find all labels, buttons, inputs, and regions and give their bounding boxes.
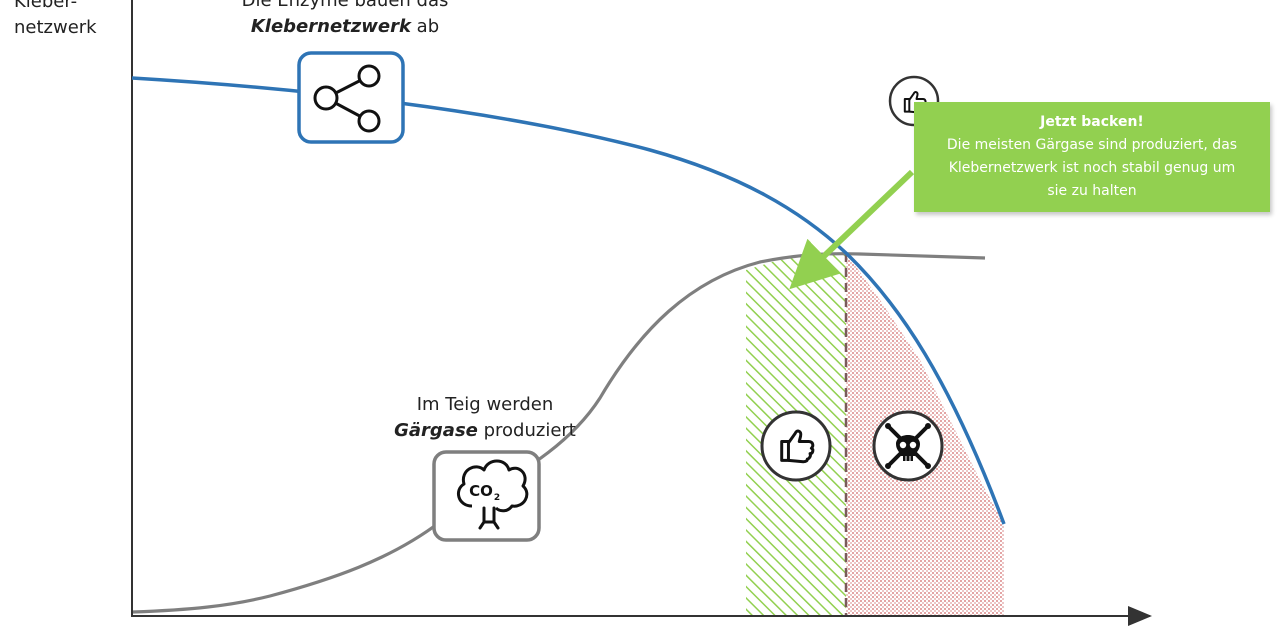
callout-title: Jetzt backen!: [1040, 114, 1144, 130]
gas-annotation-line1: Im Teig werden: [416, 394, 554, 415]
gas-annotation-emphasis: Gärgase: [394, 420, 478, 441]
gluten-annotation-rest: ab: [416, 16, 440, 37]
gluten-annotation-emphasis: Klebernetzwerk: [250, 16, 411, 37]
skull-crossbones-icon: [872, 410, 944, 482]
gluten-annotation-line2: Klebernetzwerk ab: [225, 14, 465, 40]
gas-annotation: Im Teig werden Gärgase produziert: [375, 392, 595, 444]
gluten-annotation: Die Enzyme bauen das Klebernetzwerk ab: [225, 0, 465, 40]
callout-line-3: sie zu halten: [1047, 183, 1137, 199]
co2-icon-text: CO: [469, 482, 493, 500]
network-share-icon: [297, 51, 405, 144]
callout-line-2: Klebernetzwerk ist noch stabil genug um: [948, 160, 1236, 176]
gas-annotation-rest: produziert: [483, 420, 576, 441]
gluten-annotation-line1: Die Enzyme bauen das: [241, 0, 449, 11]
bake-now-callout: Jetzt backen! Die meisten Gärgase sind p…: [914, 102, 1270, 212]
co2-icon-subscript: 2: [494, 493, 500, 503]
gas-annotation-line2: Gärgase produziert: [375, 418, 595, 444]
co2-cloud-icon: CO 2: [432, 450, 541, 542]
good-zone-thumbs-up-icon: [760, 410, 832, 482]
y-axis-label-line2: netzwerk: [14, 17, 97, 38]
callout-line-1: Die meisten Gärgase sind produziert, das: [946, 137, 1238, 153]
y-axis-label-line1: Kleber-: [14, 0, 78, 12]
callout-arrow: [789, 169, 915, 290]
y-axis-label: Kleber- netzwerk: [14, 0, 134, 41]
